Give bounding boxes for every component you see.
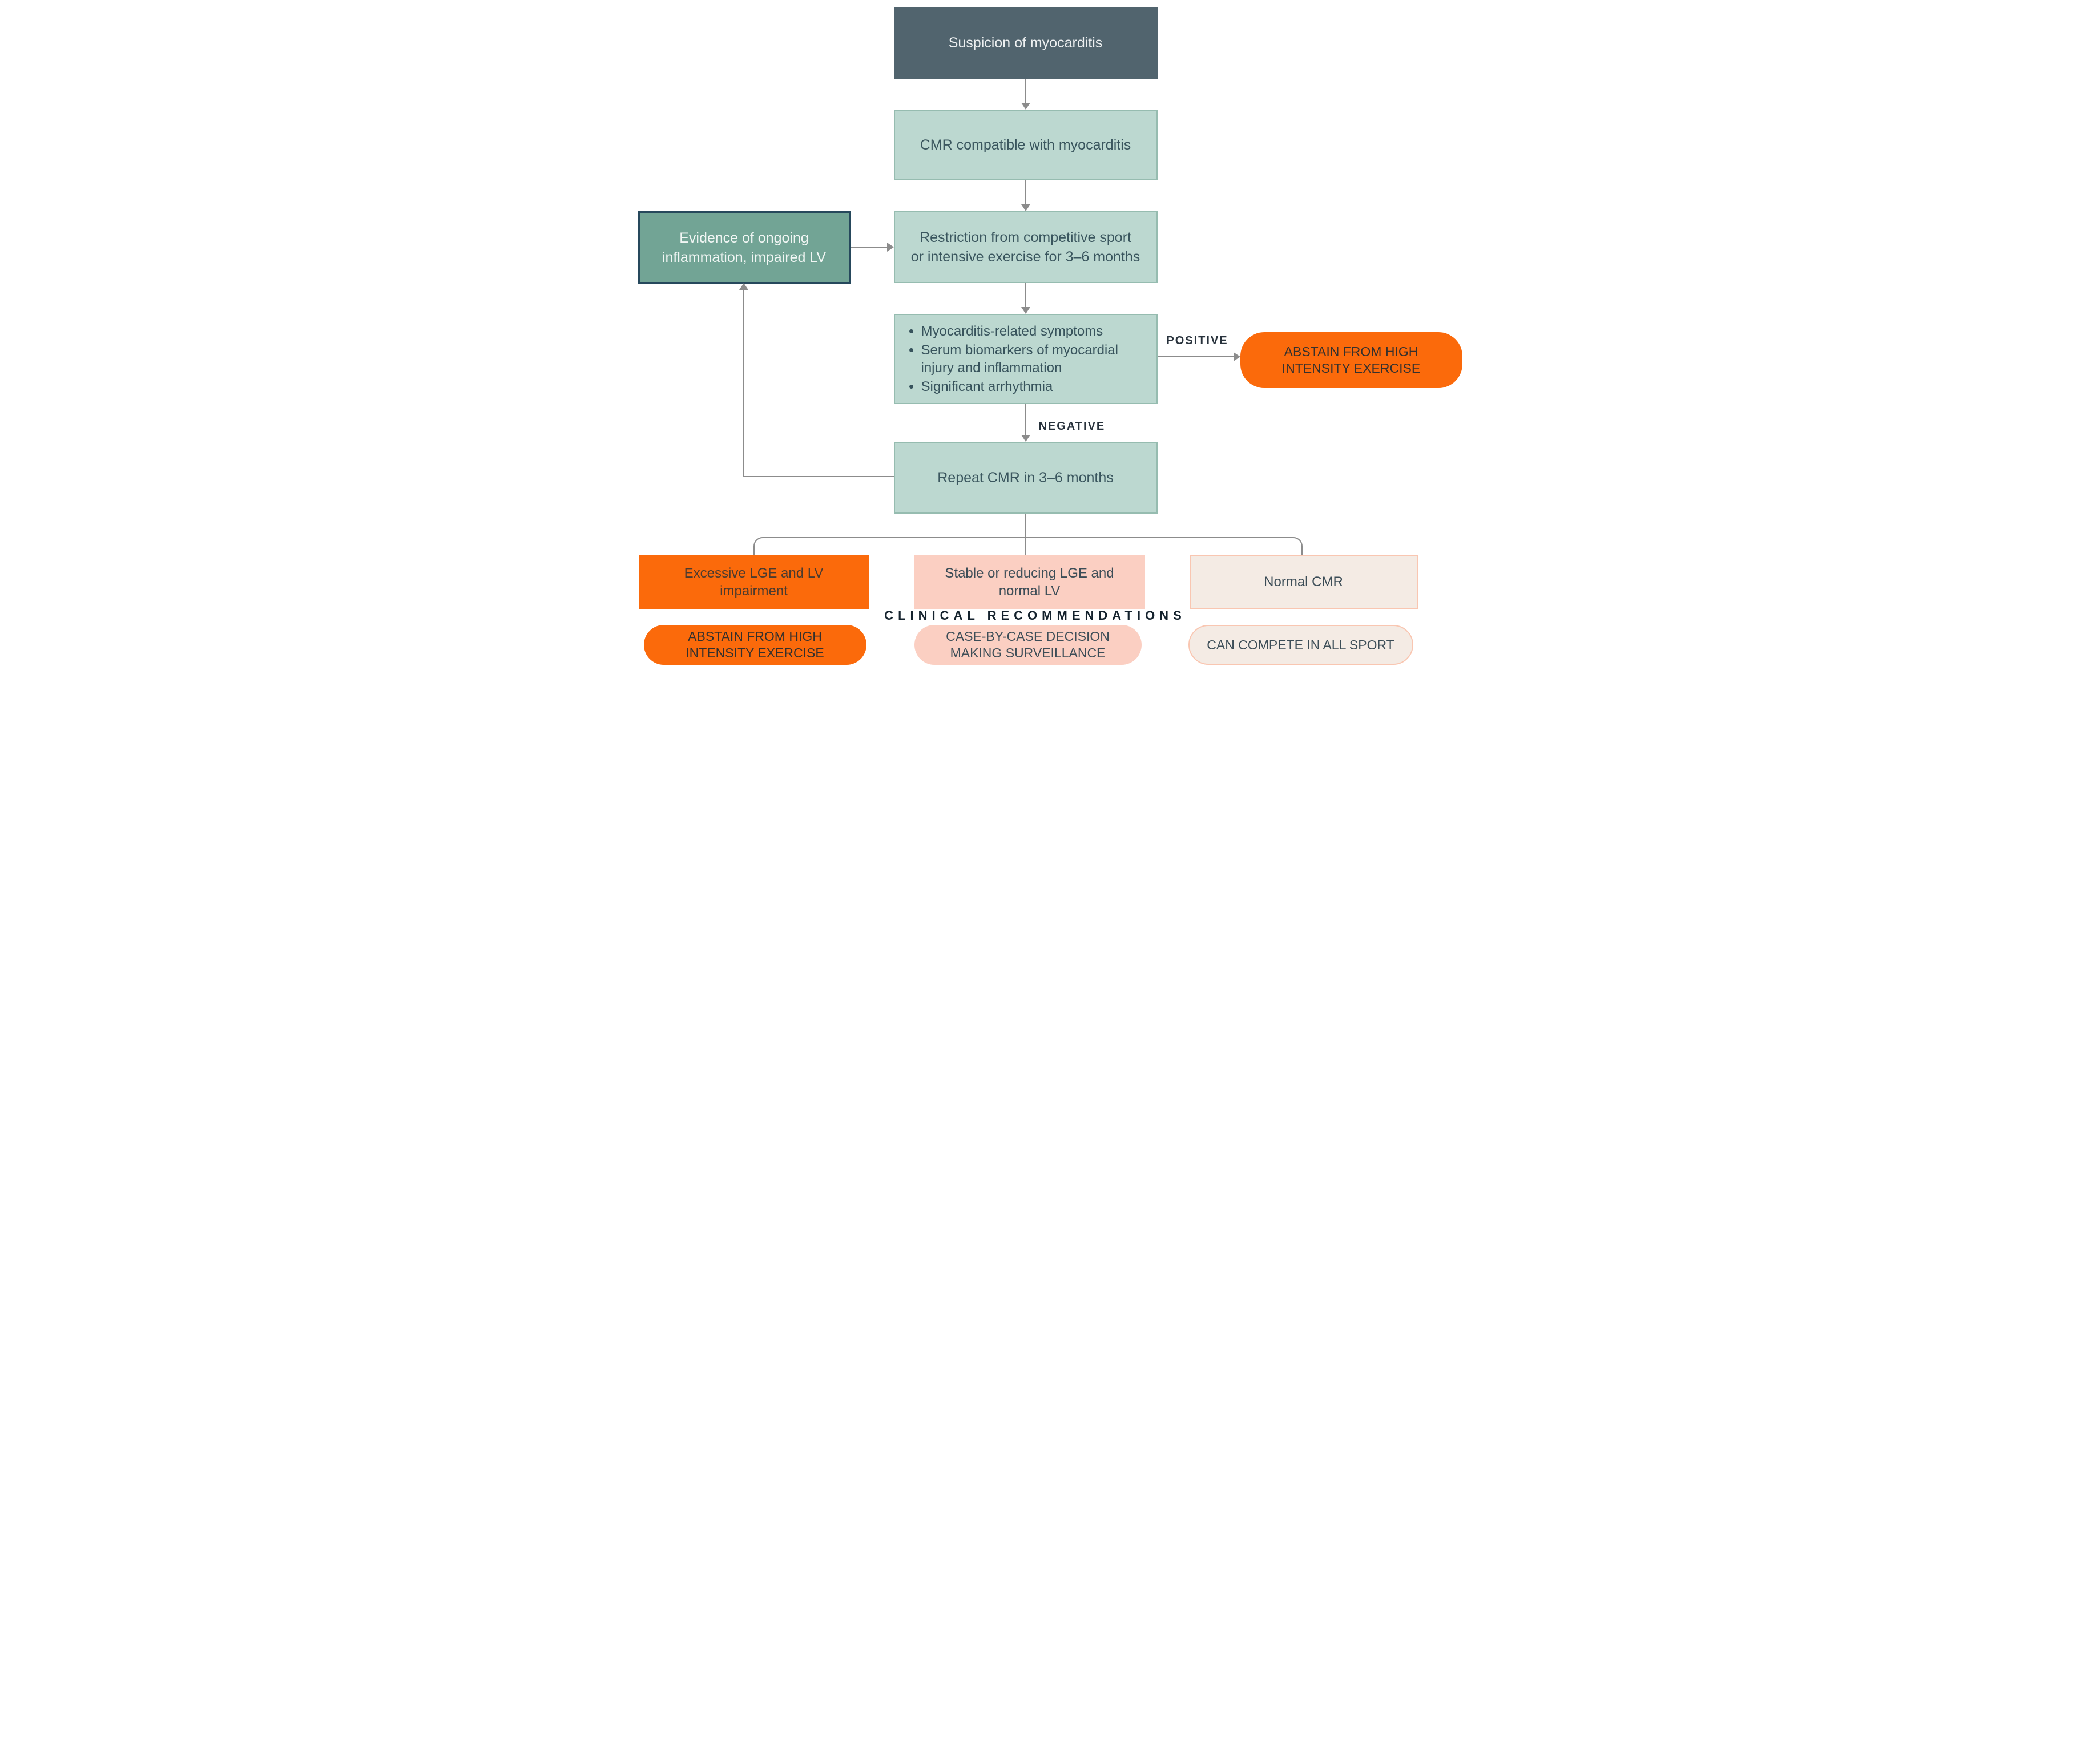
arrowhead-down-icon — [1021, 307, 1030, 314]
node-label-line2: impairment — [720, 583, 788, 599]
node-label-line1: ABSTAIN FROM HIGH — [688, 629, 822, 644]
arrowhead-right-icon — [1233, 352, 1240, 361]
node-label-line2: inflammation, impaired LV — [662, 249, 827, 265]
arrowhead-down-icon — [1021, 204, 1030, 211]
node-label: Suspicion of myocarditis — [948, 35, 1103, 51]
section-title-clinical-recommendations: CLINICAL RECOMMENDATIONS — [884, 608, 1186, 623]
node-label: Repeat CMR in 3–6 months — [937, 470, 1114, 486]
criteria-item: Serum biomarkers of myocardial injury an… — [921, 341, 1151, 377]
connector-suspicion-to-cmr — [1025, 79, 1026, 104]
branch-connector — [753, 537, 1303, 555]
connector-repeat-to-evidence-vertical — [743, 290, 744, 477]
connector-cmr-to-restriction — [1025, 180, 1026, 205]
node-label-line2: MAKING SURVEILLANCE — [950, 645, 1106, 660]
criteria-item: Myocarditis-related symptoms — [921, 322, 1151, 340]
arrowhead-up-icon — [739, 283, 748, 290]
connector-repeat-to-branch — [1025, 514, 1026, 555]
node-label-line2: or intensive exercise for 3–6 months — [910, 249, 1140, 265]
node-abstain-high-intensity-bottom: ABSTAIN FROM HIGH INTENSITY EXERCISE — [643, 625, 866, 665]
arrowhead-down-icon — [1021, 435, 1030, 442]
node-suspicion-of-myocarditis: Suspicion of myocarditis — [893, 7, 1158, 79]
arrowhead-right-icon — [886, 243, 894, 252]
node-label: Normal CMR — [1264, 574, 1343, 590]
node-label-line2: INTENSITY EXERCISE — [1281, 361, 1421, 376]
connector-criteria-to-repeat — [1025, 404, 1026, 436]
connector-repeat-to-evidence-horizontal — [743, 476, 894, 477]
arrowhead-down-icon — [1021, 103, 1030, 110]
connector-restriction-to-criteria — [1025, 283, 1026, 308]
node-excessive-lge: Excessive LGE and LV impairment — [639, 555, 869, 609]
edge-label-positive: POSITIVE — [1166, 334, 1228, 347]
node-evidence-ongoing-inflammation: Evidence of ongoing inflammation, impair… — [638, 211, 851, 284]
node-abstain-high-intensity-top: ABSTAIN FROM HIGH INTENSITY EXERCISE — [1240, 332, 1462, 388]
node-cmr-compatible: CMR compatible with myocarditis — [893, 110, 1158, 180]
node-normal-cmr: Normal CMR — [1189, 555, 1418, 609]
node-label-line1: Excessive LGE and LV — [684, 566, 824, 581]
connector-criteria-to-abstain — [1157, 356, 1235, 357]
connector-evidence-to-restriction — [850, 247, 888, 248]
node-can-compete: CAN COMPETE IN ALL SPORT — [1188, 625, 1413, 665]
node-label-line1: Stable or reducing LGE and — [945, 566, 1114, 581]
node-label: CMR compatible with myocarditis — [920, 137, 1131, 153]
node-criteria-list: Myocarditis-related symptoms Serum bioma… — [893, 314, 1158, 404]
node-label-line1: Evidence of ongoing — [679, 230, 809, 246]
node-restriction: Restriction from competitive sport or in… — [893, 211, 1158, 283]
node-case-by-case: CASE-BY-CASE DECISION MAKING SURVEILLANC… — [914, 625, 1142, 665]
node-label-line1: Restriction from competitive sport — [920, 229, 1131, 245]
node-label-line1: ABSTAIN FROM HIGH — [1284, 344, 1418, 359]
myocarditis-flowchart: Suspicion of myocarditis CMR compatible … — [630, 0, 1470, 705]
node-repeat-cmr: Repeat CMR in 3–6 months — [893, 442, 1158, 514]
criteria-item: Significant arrhythmia — [921, 378, 1151, 395]
node-label-line2: INTENSITY EXERCISE — [686, 645, 824, 660]
node-label: CAN COMPETE IN ALL SPORT — [1207, 637, 1394, 652]
edge-label-negative: NEGATIVE — [1038, 420, 1106, 433]
node-label-line2: normal LV — [998, 583, 1061, 599]
criteria-bullet-list: Myocarditis-related symptoms Serum bioma… — [895, 321, 1156, 397]
node-stable-reducing-lge: Stable or reducing LGE and normal LV — [914, 555, 1145, 609]
node-label-line1: CASE-BY-CASE DECISION — [946, 629, 1110, 644]
